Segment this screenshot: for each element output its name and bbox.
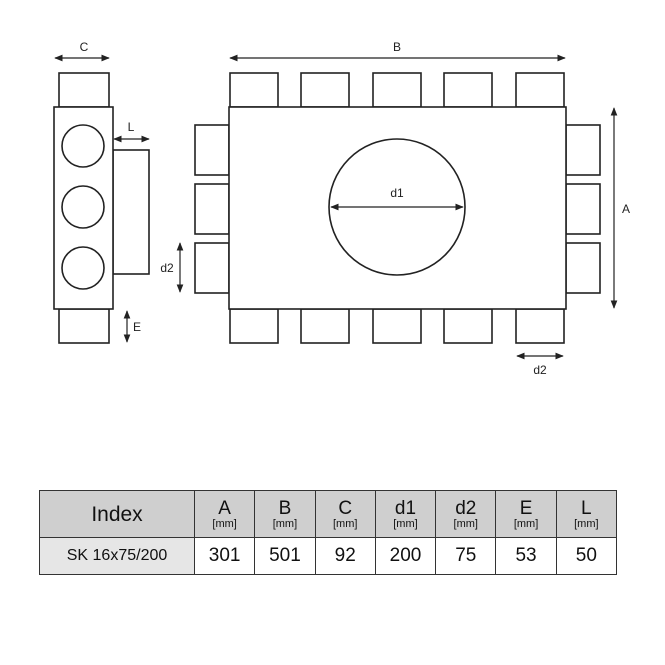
right-spigot-2 — [565, 183, 601, 235]
col-symbol: L — [581, 497, 592, 519]
dim-d2-bottom-label: d2 — [533, 363, 547, 377]
col-unit: [mm] — [393, 517, 418, 530]
dim-d1-label: d1 — [390, 186, 404, 200]
top-spigot-1 — [229, 72, 279, 108]
col-symbol: A — [218, 497, 231, 519]
col-header-a: A[mm] — [193, 490, 256, 538]
side-port-3 — [61, 246, 105, 290]
dim-d2-side-label: d2 — [160, 261, 174, 275]
bottom-spigot-1 — [229, 308, 279, 344]
top-spigot-4 — [443, 72, 493, 108]
dim-e-label: E — [133, 320, 141, 334]
col-header-d1: d1[mm] — [374, 490, 437, 538]
value-cell-l: 50 — [555, 537, 618, 575]
col-unit: [mm] — [574, 517, 599, 530]
value-cell-e: 53 — [495, 537, 557, 575]
top-spigot-5 — [515, 72, 565, 108]
index-header: Index — [39, 490, 195, 538]
top-spigot-3 — [372, 72, 422, 108]
side-view — [53, 72, 150, 344]
dim-c-label: C — [80, 40, 89, 54]
bottom-spigot-2 — [300, 308, 350, 344]
col-symbol: d1 — [394, 497, 417, 519]
index-cell: SK 16x75/200 — [39, 537, 195, 575]
value-cell-b: 501 — [254, 537, 316, 575]
value-cell-c: 92 — [314, 537, 376, 575]
side-tab — [112, 149, 150, 275]
value-cell-d1: 200 — [374, 537, 437, 575]
col-unit: [mm] — [332, 517, 358, 530]
col-symbol: d2 — [455, 497, 477, 519]
bottom-spigot-3 — [372, 308, 422, 344]
value-cell-d2: 75 — [435, 537, 497, 575]
col-unit: [mm] — [212, 517, 237, 530]
col-header-d2: d2[mm] — [435, 490, 497, 538]
dimension-lines — [54, 54, 618, 360]
dimension-labels: C B A d1 d2 d2 E L — [80, 40, 630, 377]
bottom-spigot-5 — [515, 308, 565, 344]
top-spigot-2 — [300, 72, 350, 108]
dim-a-label: A — [622, 202, 630, 216]
spec-table: Index A[mm] B[mm] C[mm] d1[mm] d2[mm] E[… — [39, 490, 618, 575]
left-spigot-3 — [194, 242, 230, 294]
col-symbol: E — [519, 497, 533, 519]
col-header-e: E[mm] — [495, 490, 557, 538]
side-top-spigot — [58, 72, 110, 108]
side-bottom-spigot — [58, 308, 110, 344]
side-port-1 — [61, 124, 105, 168]
col-symbol: C — [338, 497, 353, 519]
col-unit: [mm] — [513, 517, 539, 530]
col-header-c: C[mm] — [314, 490, 376, 538]
left-spigot-1 — [194, 124, 230, 176]
col-unit: [mm] — [453, 517, 478, 530]
col-symbol: B — [278, 497, 292, 519]
technical-drawing: C B A d1 d2 d2 E L — [53, 40, 630, 377]
col-unit: [mm] — [272, 517, 298, 530]
dim-b-label: B — [393, 40, 401, 54]
table-row: SK 16x75/200 301 501 92 200 75 53 50 — [39, 537, 618, 575]
table-header-row: Index A[mm] B[mm] C[mm] d1[mm] d2[mm] E[… — [39, 490, 618, 538]
col-header-l: L[mm] — [555, 490, 618, 538]
right-spigot-3 — [565, 242, 601, 294]
right-spigot-1 — [565, 124, 601, 176]
side-port-2 — [61, 185, 105, 229]
left-spigot-2 — [194, 183, 230, 235]
dim-l-label: L — [128, 120, 135, 134]
value-cell-a: 301 — [193, 537, 256, 575]
col-header-b: B[mm] — [254, 490, 316, 538]
bottom-spigot-4 — [443, 308, 493, 344]
front-view — [194, 72, 601, 344]
